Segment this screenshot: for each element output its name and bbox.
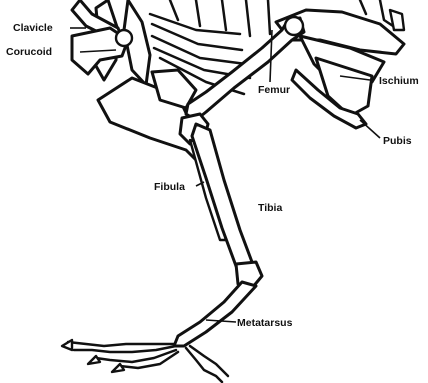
label-coracoid: Corucoid [6,46,52,58]
femur-bone [186,17,304,120]
toes [62,340,228,382]
label-tibia: Tibia [258,202,282,214]
label-clavicle: Clavicle [13,22,53,34]
label-pubis: Pubis [383,135,412,147]
metatarsus-bone [174,282,256,346]
label-metatarsus: Metatarsus [237,317,293,329]
label-fibula: Fibula [154,181,185,193]
label-femur: Femur [258,84,290,96]
label-ischium: Ischium [379,75,419,87]
tibia-bone [192,124,256,282]
